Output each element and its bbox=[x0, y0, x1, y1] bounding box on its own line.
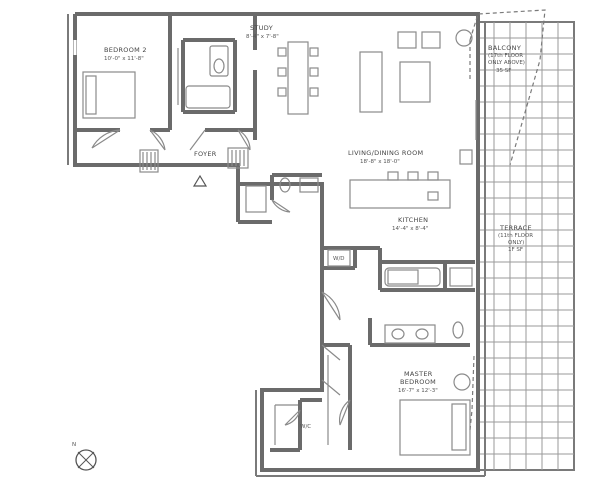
bedroom2-dims: 10'-0" x 11'-8" bbox=[104, 56, 144, 62]
foyer-label: FOYER bbox=[194, 150, 217, 158]
exterior-walls bbox=[67, 12, 486, 477]
interior-walls bbox=[75, 14, 475, 452]
terrace-grid bbox=[477, 21, 575, 471]
balcony-outline bbox=[469, 9, 546, 431]
study-dims: 8'-4" x 7'-8" bbox=[246, 34, 279, 40]
wd-label: W/D bbox=[333, 256, 345, 262]
compass-label: N bbox=[72, 442, 76, 448]
door-swings bbox=[91, 129, 351, 426]
living-dims: 18'-8" x 18'-0" bbox=[360, 159, 400, 165]
balcony-label-3: ONLY ABOVE) bbox=[488, 60, 525, 66]
closets bbox=[139, 48, 329, 445]
balcony-label-2: (17th FLOOR bbox=[488, 53, 523, 59]
kitchen-dims: 14'-4" x 8'-4" bbox=[392, 226, 428, 232]
master-label-2: BEDROOM bbox=[400, 378, 436, 386]
living-label: LIVING/DINING ROOM bbox=[348, 149, 423, 157]
bedroom2-label: BEDROOM 2 bbox=[104, 46, 147, 54]
furniture bbox=[82, 29, 473, 456]
balcony-label: BALCONY bbox=[488, 44, 521, 52]
windows bbox=[73, 40, 477, 140]
terrace-dims: 1F SF bbox=[508, 247, 523, 253]
kitchen-label: KITCHEN bbox=[398, 216, 428, 224]
terrace-label-3: ONLY) bbox=[508, 240, 524, 246]
study-label: STUDY bbox=[250, 24, 273, 32]
wic-label: W/C bbox=[300, 424, 311, 430]
terrace-label: TERRACE bbox=[499, 224, 532, 232]
room-labels: BEDROOM 2 10'-0" x 11'-8" STUDY 8'-4" x … bbox=[104, 24, 533, 430]
master-dims: 16'-7" x 12'-3" bbox=[398, 388, 438, 394]
bath-fixtures bbox=[185, 45, 473, 344]
compass-icon: N bbox=[72, 442, 97, 471]
terrace-label-2: (11th FLOOR bbox=[498, 233, 533, 239]
master-label: MASTER bbox=[404, 370, 433, 378]
balcony-dims: 35 SF bbox=[496, 68, 511, 74]
entry-marker bbox=[192, 174, 208, 187]
